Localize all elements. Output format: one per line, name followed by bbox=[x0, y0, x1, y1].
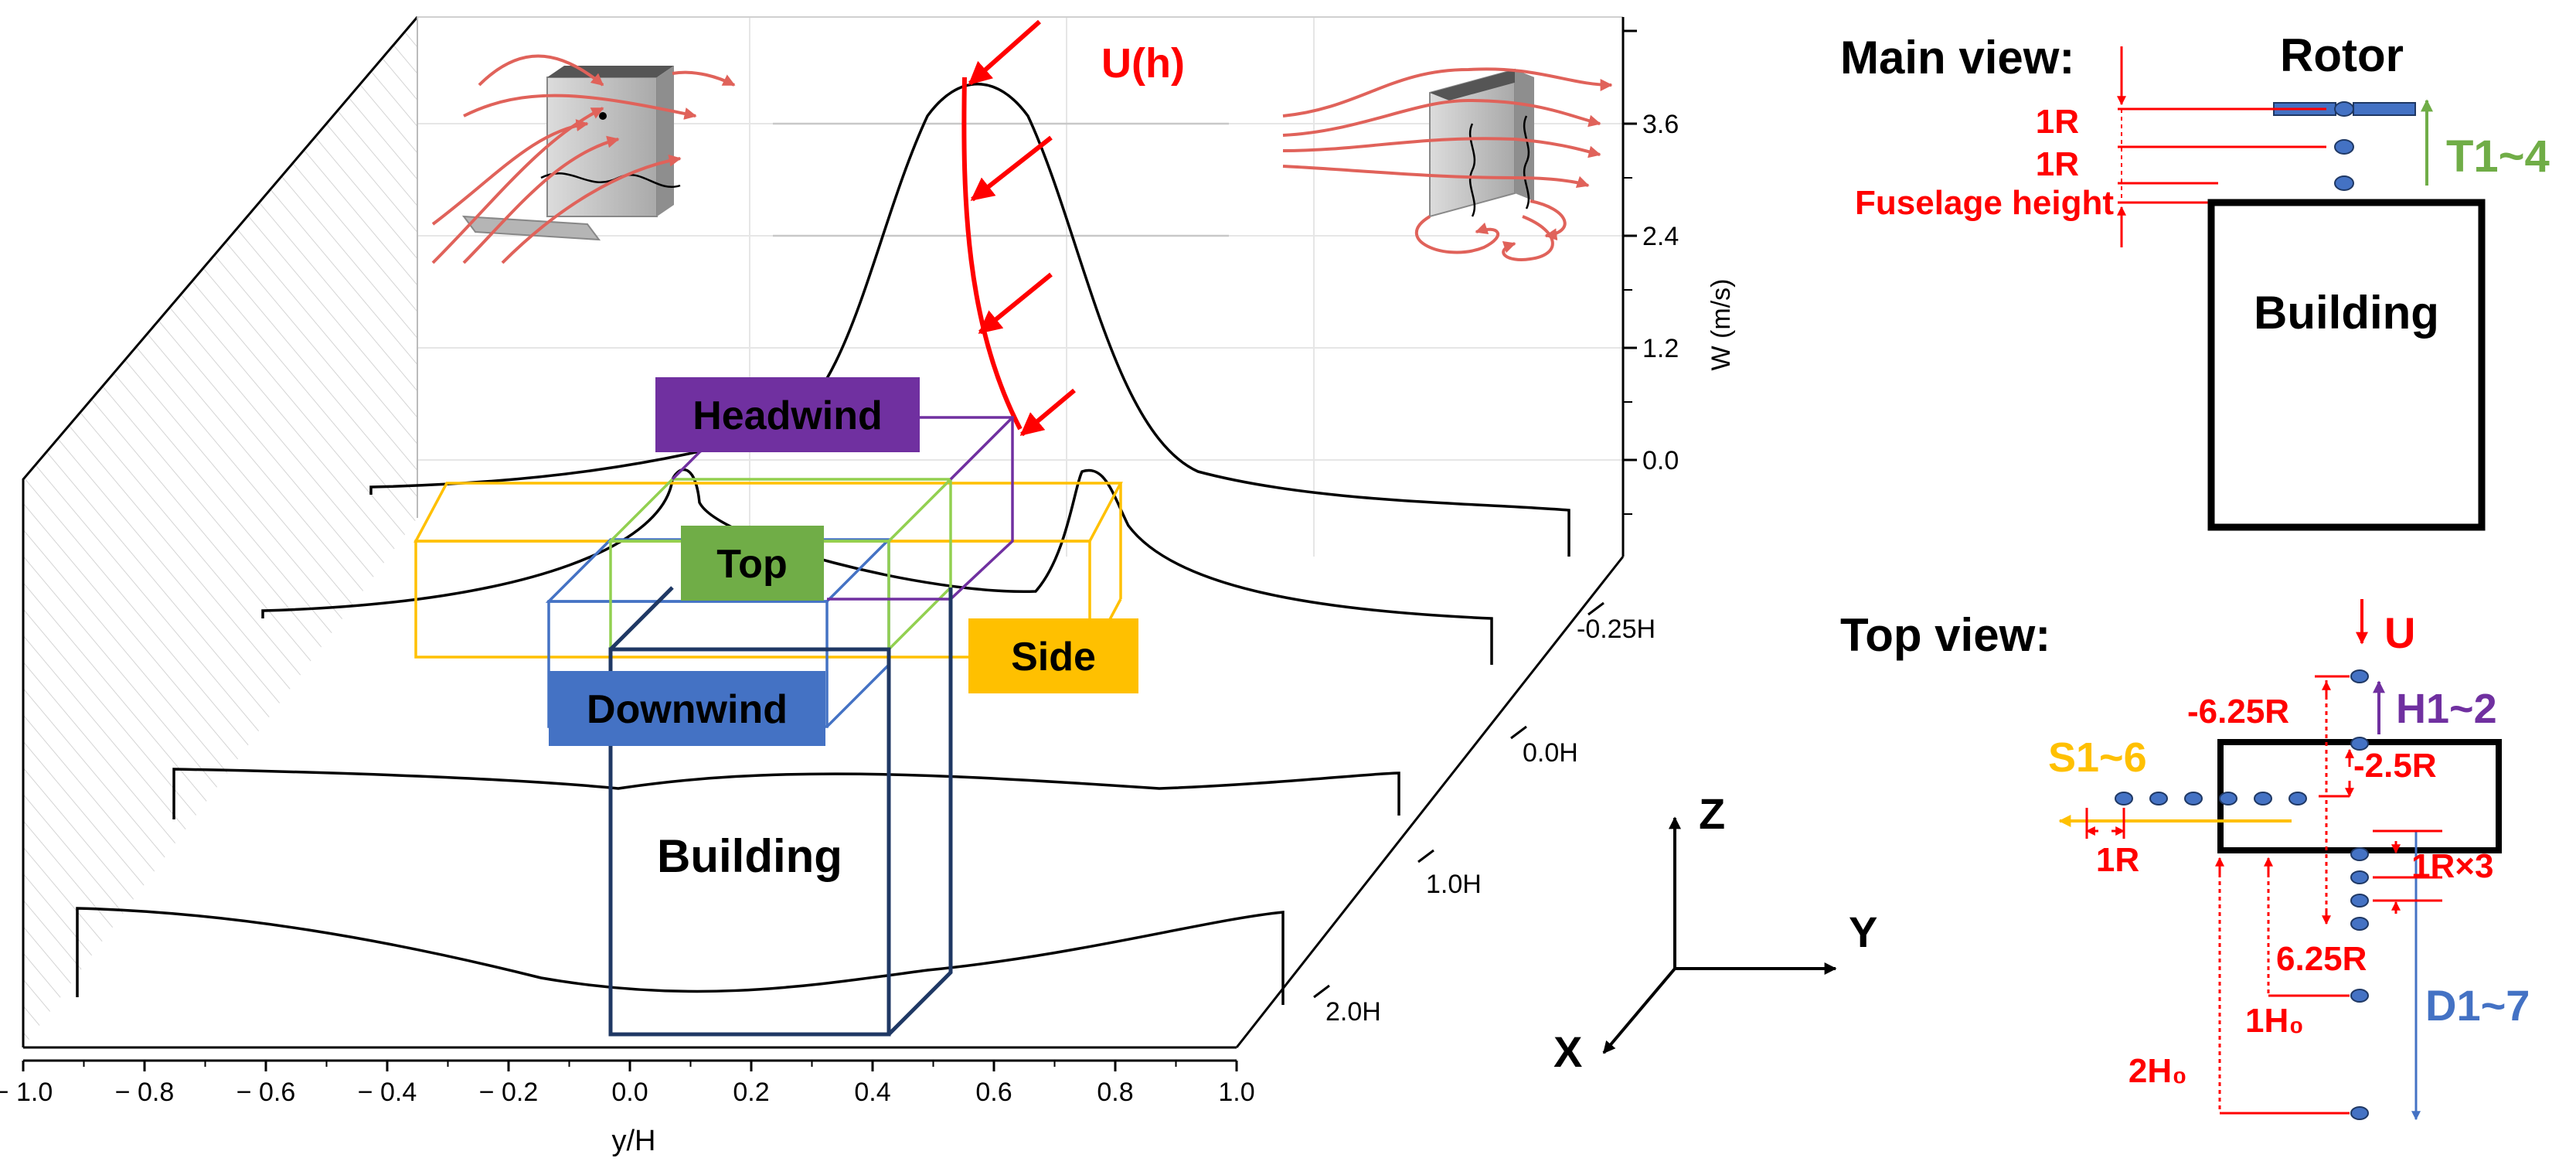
depth-tick-2.0H: 2.0H bbox=[1325, 997, 1381, 1027]
x-tick-label: 0.0 bbox=[611, 1078, 648, 1107]
side-range-label: S1~6 bbox=[2048, 734, 2147, 781]
t-range-label: T1~4 bbox=[2446, 131, 2550, 182]
x-tick-label: 0.4 bbox=[854, 1078, 890, 1107]
rotor-blade-right bbox=[2353, 102, 2416, 116]
x-axis: − 1.0 − 0.8 − 0.6 − 0.4 − 0.2 0.0 0.2 0.4 0.6 0.8… bbox=[0, 1059, 1255, 1157]
z-tick-2.4: 2.4 bbox=[1642, 222, 1679, 251]
x-tick-label: − 0.4 bbox=[358, 1078, 417, 1107]
main-dim-1R-mid: 1R bbox=[2036, 145, 2079, 183]
dim-1Rx3: 1R×3 bbox=[2411, 847, 2493, 885]
top-view-title: Top view: bbox=[1840, 609, 2050, 661]
x-tick-label: 0.2 bbox=[733, 1078, 769, 1107]
flow-sketch-left bbox=[431, 54, 736, 264]
x-tick-label: − 0.2 bbox=[479, 1078, 539, 1107]
svg-text:Headwind: Headwind bbox=[692, 393, 883, 438]
downwind-label-box: Downwind bbox=[549, 671, 825, 746]
triad-y-label: Y bbox=[1849, 908, 1877, 956]
fuselage-dot-2 bbox=[2334, 175, 2354, 191]
z-axis-label: W (m/s) bbox=[1707, 279, 1736, 371]
left-wall-edge bbox=[22, 16, 419, 1047]
headwind-label-box: Headwind bbox=[655, 377, 920, 452]
svg-text:Top: Top bbox=[716, 542, 787, 587]
rotor-hub bbox=[2334, 101, 2354, 117]
top-label-box: Top bbox=[681, 526, 824, 601]
top-view: Top view: U H1~2 S1~6 D1~7 bbox=[1840, 599, 2530, 1121]
profile-curve-2.0H bbox=[76, 907, 1285, 1005]
depth-tick-0.0H: 0.0H bbox=[1523, 738, 1578, 768]
measurement-points bbox=[2115, 669, 2369, 1120]
rotor-label: Rotor bbox=[2280, 29, 2404, 81]
depth-tick-minus-0.25H: -0.25H bbox=[1577, 615, 1656, 644]
top-wind-label: U bbox=[2384, 608, 2415, 657]
z-axis: 3.6 2.4 1.2 0.0 W (m/s) bbox=[1621, 17, 1736, 557]
downwind-range-label: D1~7 bbox=[2425, 981, 2530, 1030]
back-grid-major bbox=[773, 122, 1229, 237]
dim-2H0: 2H₀ bbox=[2129, 1052, 2187, 1090]
main-dim-fuselage-height: Fuselage height bbox=[1855, 184, 2114, 222]
x-tick-label: − 1.0 bbox=[0, 1078, 53, 1107]
main-building-label: Building bbox=[2254, 287, 2439, 339]
flow-sketch-right bbox=[1282, 67, 1613, 261]
axes-triad: Z Y X bbox=[1553, 789, 1877, 1076]
main-dim-1R-top: 1R bbox=[2036, 103, 2079, 141]
x-axis-label: y/H bbox=[612, 1125, 656, 1157]
inflow-profile: U(h) bbox=[961, 19, 1185, 437]
dim-1H0: 1H₀ bbox=[2245, 1002, 2304, 1040]
z-tick-1.2: 1.2 bbox=[1642, 334, 1679, 363]
building-box bbox=[608, 586, 953, 1037]
x-tick-label: 0.6 bbox=[975, 1078, 1012, 1107]
z-tick-0.0: 0.0 bbox=[1642, 446, 1679, 475]
x-axis-ticks: − 1.0 − 0.8 − 0.6 − 0.4 − 0.2 0.0 0.2 0.4 0.6 0.8… bbox=[0, 1061, 1255, 1107]
inflow-label: U(h) bbox=[1101, 40, 1185, 87]
svg-text:Side: Side bbox=[1011, 635, 1096, 679]
dim-6.25R: 6.25R bbox=[2276, 940, 2367, 978]
profile-curve-1.0H bbox=[172, 768, 1400, 819]
main-building bbox=[2207, 199, 2486, 531]
x-tick-label: 0.8 bbox=[1097, 1078, 1133, 1107]
depth-axis bbox=[1313, 601, 1604, 999]
triad-x-label: X bbox=[1553, 1027, 1582, 1076]
z-tick-3.6: 3.6 bbox=[1642, 110, 1679, 139]
dim-minus-6.25R: -6.25R bbox=[2187, 693, 2289, 731]
left-wall bbox=[23, 17, 417, 1047]
headwind-range-label: H1~2 bbox=[2396, 686, 2497, 732]
dim-minus-2.5R: -2.5R bbox=[2353, 747, 2437, 785]
dim-1R: 1R bbox=[2096, 841, 2139, 879]
x-tick-label: − 0.8 bbox=[115, 1078, 175, 1107]
main-view: Main view: Rotor 1R 1R Fuselage height T… bbox=[1840, 29, 2550, 531]
fuselage-dot-1 bbox=[2334, 139, 2354, 155]
x-tick-label: 1.0 bbox=[1218, 1078, 1254, 1107]
floor-right-edge bbox=[1235, 556, 1625, 1048]
building-label-3d: Building bbox=[657, 830, 842, 882]
main-view-title: Main view: bbox=[1840, 32, 2074, 83]
depth-tick-1.0H: 1.0H bbox=[1426, 870, 1482, 899]
svg-text:Downwind: Downwind bbox=[587, 687, 788, 732]
x-tick-label: − 0.6 bbox=[237, 1078, 296, 1107]
triad-z-label: Z bbox=[1699, 789, 1725, 838]
waterfall-chart: − 1.0 − 0.8 − 0.6 − 0.4 − 0.2 0.0 0.2 0.4 0.6 0.8… bbox=[0, 16, 1736, 1157]
profile-curve-0.0H bbox=[261, 468, 1493, 665]
side-label-box: Side bbox=[968, 618, 1138, 693]
